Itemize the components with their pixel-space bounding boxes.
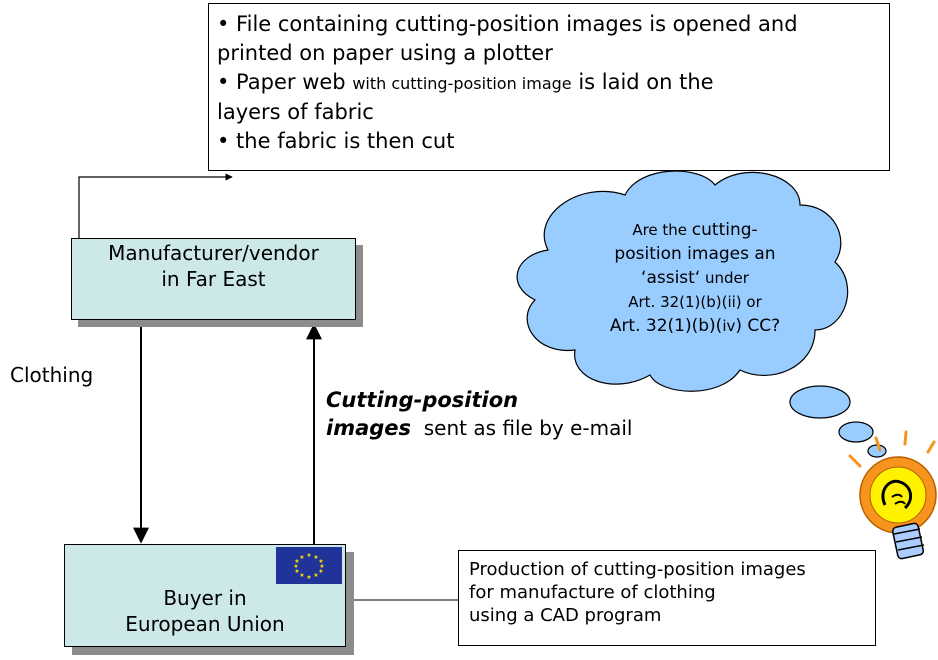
cloud-line-5c: ) CC? <box>735 316 781 336</box>
svg-text:★: ★ <box>294 558 299 565</box>
thought-cloud <box>516 170 887 458</box>
svg-text:★: ★ <box>318 558 323 565</box>
process-line-3a: • Paper web <box>217 70 353 94</box>
buyer-line-2: European Union <box>125 612 285 636</box>
cad-line-2: for manufacture of clothing <box>469 582 716 603</box>
manufacturer-line-1: Manufacturer/vendor <box>108 241 319 265</box>
process-description-box: • File containing cutting-position image… <box>208 3 890 171</box>
cad-line-3: using a CAD program <box>469 605 662 626</box>
process-line-3b: with cutting-position image <box>352 74 572 93</box>
svg-text:★: ★ <box>318 568 323 575</box>
svg-text:★: ★ <box>293 563 298 570</box>
cloud-line-1a: Are the <box>632 221 692 239</box>
cloud-line-1: Are the cutting- <box>580 218 810 242</box>
cutting-label-rest: sent as file by e-mail <box>423 416 633 440</box>
cloud-line-1b: cutting- <box>691 220 758 240</box>
connector-to-top-box <box>78 173 233 238</box>
cloud-line-4: Art. 32(1)(b)(ii) or <box>628 293 762 311</box>
cloud-line-5b: iv <box>722 317 736 335</box>
process-line-3c: is laid on the <box>571 70 714 94</box>
process-line-3: • Paper web with cutting-position image … <box>217 68 881 98</box>
process-line-2: printed on paper using a plotter <box>217 41 553 65</box>
cutting-images-label: Cutting-position images sent as file by … <box>326 386 632 442</box>
cloud-line-3b: under <box>700 269 749 287</box>
svg-text:★: ★ <box>299 572 304 579</box>
clothing-label: Clothing <box>10 363 94 387</box>
cutting-label-bold-2: images <box>326 416 412 440</box>
svg-text:★: ★ <box>306 552 311 559</box>
svg-text:★: ★ <box>313 554 318 561</box>
manufacturer-box: Manufacturer/vendor in Far East <box>71 238 356 320</box>
svg-text:★: ★ <box>294 568 299 575</box>
cloud-line-3: ‘assist‘ under <box>580 266 810 290</box>
cad-line-1: Production of cutting-position images <box>469 559 806 580</box>
eu-flag-icon: ★ ★ ★ ★ ★ ★ ★ ★ ★ ★ ★ ★ <box>276 547 342 584</box>
svg-text:★: ★ <box>306 574 311 581</box>
cloud-line-2: position images an <box>614 244 776 264</box>
manufacturer-line-2: in Far East <box>161 267 266 291</box>
svg-text:★: ★ <box>313 572 318 579</box>
cloud-line-5a: Art. 32(1)(b)( <box>609 316 723 336</box>
svg-text:★: ★ <box>319 563 324 570</box>
process-line-4: layers of fabric <box>217 100 374 124</box>
cloud-line-3a: ‘assist‘ <box>641 268 701 288</box>
buyer-line-1: Buyer in <box>163 586 247 610</box>
cutting-label-bold-1: Cutting-position <box>326 388 519 412</box>
process-line-1: • File containing cutting-position image… <box>217 12 798 36</box>
light-bulb-icon <box>848 430 937 560</box>
cad-production-box: Production of cutting-position images fo… <box>458 550 876 646</box>
cloud-question-text: Are the cutting- position images an ‘ass… <box>580 218 810 338</box>
svg-text:★: ★ <box>299 554 304 561</box>
cloud-line-5: Art. 32(1)(b)(iv) CC? <box>580 314 810 338</box>
process-line-5: • the fabric is then cut <box>217 129 455 153</box>
